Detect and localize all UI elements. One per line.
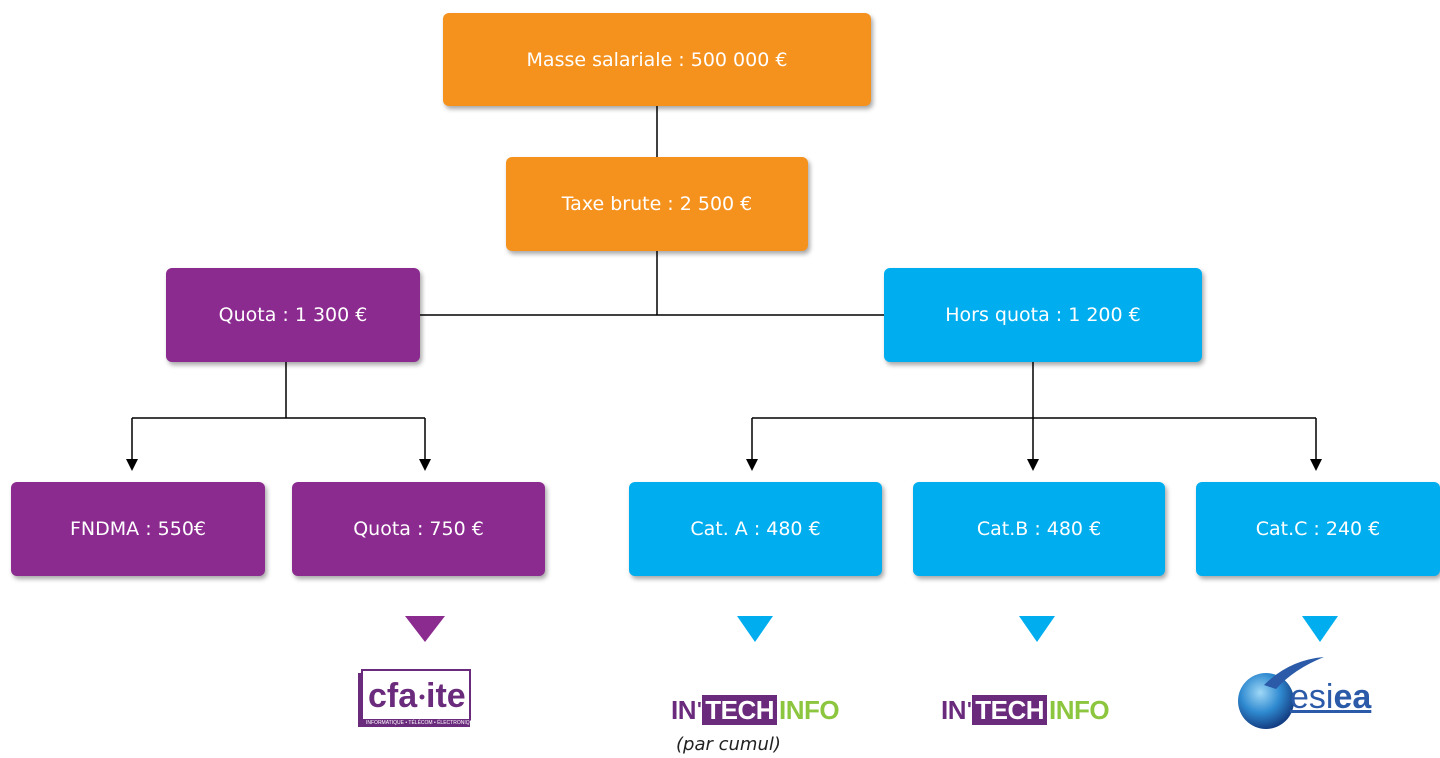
node-fndma: FNDMA : 550€ — [11, 482, 265, 576]
node-label: Cat.B : 480 € — [976, 518, 1102, 540]
node-masse-salariale: Masse salariale : 500 000 € — [443, 13, 871, 106]
arrowhead-icon — [126, 459, 138, 471]
cfa-ite-logo: cfa ite INFORMATIQUE • TÉLÉCOM • ÉLECTRO… — [356, 667, 477, 729]
intech-info-logo: IN ' TECH INFO — [671, 694, 840, 725]
node-label: Hors quota : 1 200 € — [945, 304, 1141, 326]
logo-text: INFO — [1049, 694, 1110, 725]
node-cat-c: Cat.C : 240 € — [1196, 482, 1440, 576]
node-label: Masse salariale : 500 000 € — [526, 48, 788, 71]
node-label: Taxe brute : 2 500 € — [561, 193, 753, 215]
arrowhead-icon — [419, 459, 431, 471]
cfa-ite-logo-graphic: cfa ite INFORMATIQUE • TÉLÉCOM • ÉLECTRO… — [358, 669, 477, 727]
logo-text: esi — [1290, 678, 1334, 716]
svg-text:cfa: cfa — [368, 677, 418, 715]
arrowhead-icon — [746, 459, 758, 471]
node-quota: Quota : 1 300 € — [166, 268, 420, 362]
logo-text: TECH — [702, 695, 778, 725]
logo-text: ea — [1333, 678, 1372, 716]
down-triangle-icon — [405, 616, 445, 642]
par-cumul-note: (par cumul) — [676, 734, 781, 755]
down-triangle-icon — [1302, 616, 1338, 642]
logo-text: ' — [967, 698, 972, 721]
node-label: Cat.C : 240 € — [1255, 518, 1381, 540]
node-cat-a: Cat. A : 480 € — [629, 482, 882, 576]
down-triangle-icon — [1019, 616, 1055, 642]
node-label: FNDMA : 550€ — [70, 518, 206, 540]
node-cat-b: Cat.B : 480 € — [913, 482, 1165, 576]
logo-text: ' — [697, 698, 702, 721]
node-quota-750: Quota : 750 € — [292, 482, 545, 576]
esiea-logo: esiea — [1290, 678, 1371, 717]
node-hors-quota: Hors quota : 1 200 € — [884, 268, 1202, 362]
esiea-globe-icon — [1238, 657, 1324, 729]
logo-text: INFO — [779, 694, 840, 725]
arrowhead-icon — [1027, 459, 1039, 471]
logo-text: TECH — [972, 695, 1048, 725]
intech-info-logo: IN ' TECH INFO — [941, 694, 1110, 725]
node-label: Quota : 1 300 € — [218, 304, 368, 326]
logo-text: IN — [671, 694, 697, 725]
node-label: Quota : 750 € — [353, 518, 484, 540]
down-triangle-icon — [737, 616, 773, 642]
node-taxe-brute: Taxe brute : 2 500 € — [506, 157, 808, 251]
logo-text: IN — [941, 694, 967, 725]
svg-text:INFORMATIQUE • TÉLÉCOM • ÉLECT: INFORMATIQUE • TÉLÉCOM • ÉLECTRONIQUE — [366, 719, 474, 726]
node-label: Cat. A : 480 € — [690, 518, 821, 540]
arrowhead-icon — [1310, 459, 1322, 471]
svg-text:ite: ite — [426, 677, 466, 715]
